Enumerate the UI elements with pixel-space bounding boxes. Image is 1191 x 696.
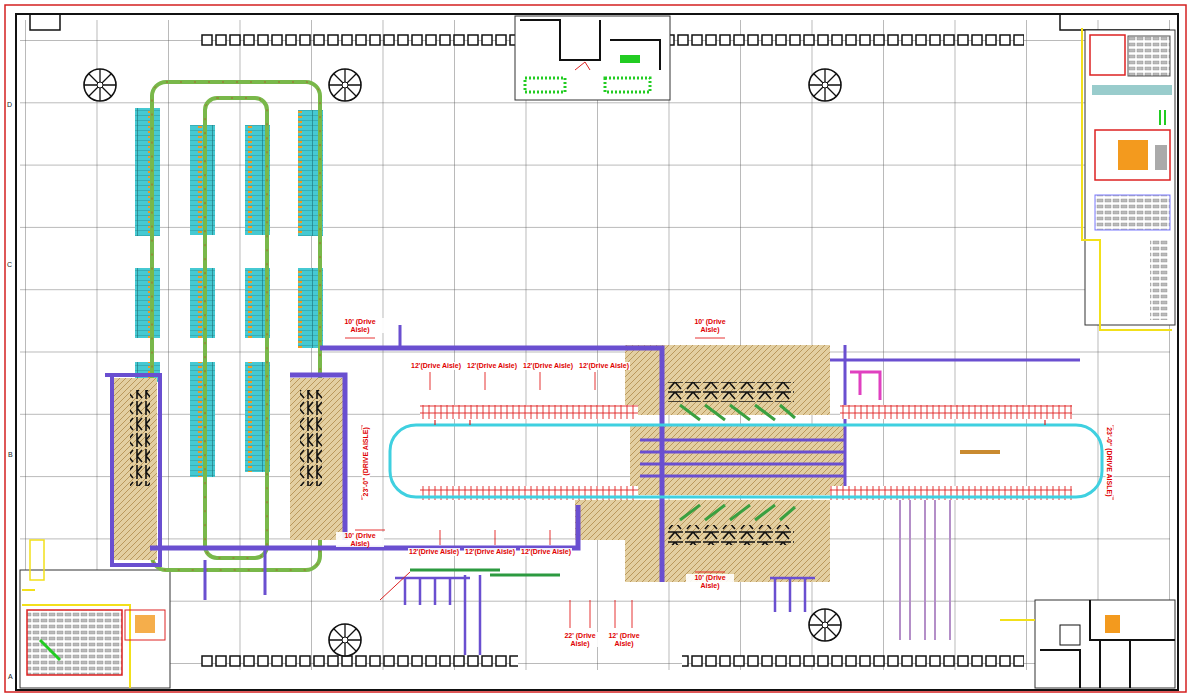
dimension-label: 10' (Drive Aisle) [336,318,384,333]
dimension-label: 10' (Drive Aisle) [686,318,734,333]
dimension-label: 23'-0" (DRIVE AISLE) [1106,426,1114,497]
dimension-lines [345,338,1113,628]
pick-modules [390,405,1102,500]
dimension-label: 12'(Drive Aisle) [466,362,518,370]
ceiling-fans [84,69,841,656]
dimension-label: 12'(Drive Aisle) [408,548,460,556]
conveyors [105,325,1080,655]
dimension-label: 12' (Drive Aisle) [605,632,643,647]
dimension-label: 12'(Drive Aisle) [410,362,462,370]
building-shell [5,5,1186,692]
grid-label: C [6,261,13,269]
dimension-label: 12'(Drive Aisle) [520,548,572,556]
grid-label: A [7,673,14,681]
dimension-label: 22' (Drive Aisle) [561,632,599,647]
dimension-label: 12'(Drive Aisle) [578,362,630,370]
dimension-label: 10' (Drive Aisle) [336,532,384,547]
dimension-label: 12'(Drive Aisle) [464,548,516,556]
dimension-label: 12'(Drive Aisle) [522,362,574,370]
offices [20,16,1175,688]
grid-label: B [7,451,14,459]
grid-label: D [6,101,13,109]
dimension-label: 23'-0" (DRIVE AISLE) [362,426,370,497]
dimension-label: 10' (Drive Aisle) [686,574,734,589]
